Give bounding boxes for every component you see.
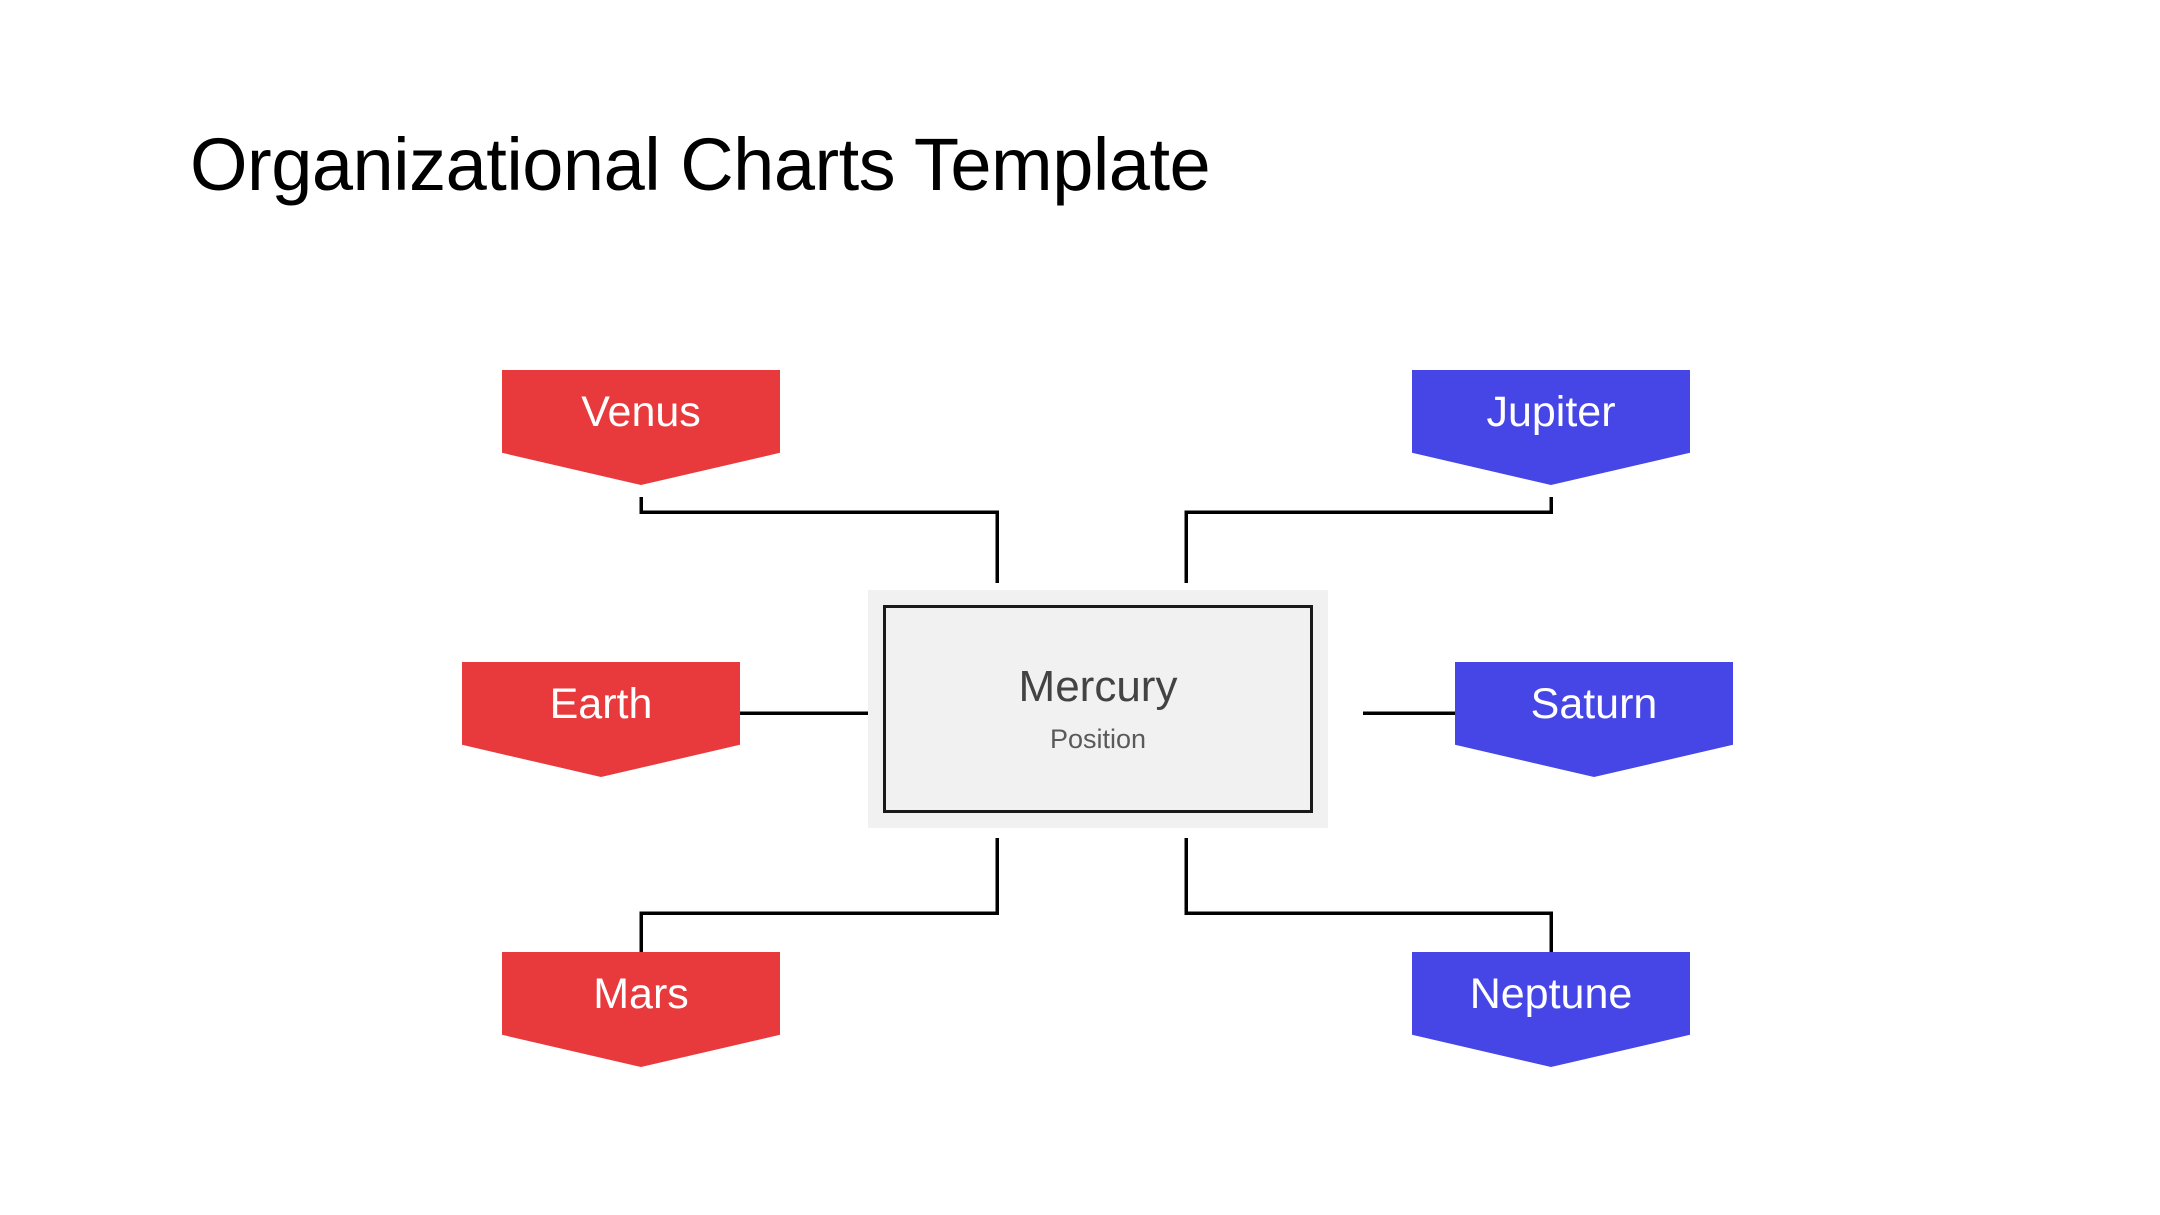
edge-mercury-mars (639, 838, 999, 962)
node-mars[interactable]: Mars (502, 952, 780, 1067)
node-venus[interactable]: Venus (502, 370, 780, 485)
page-title: Organizational Charts Template (190, 123, 1211, 206)
node-mars-shape (502, 952, 780, 1067)
node-mercury-root[interactable]: Mercury Position (868, 590, 1328, 828)
node-mercury-title: Mercury (1018, 661, 1178, 711)
node-earth-shape (462, 662, 740, 777)
node-neptune-shape (1412, 952, 1690, 1067)
edge-venus-mercury (639, 497, 999, 583)
node-mercury-inner: Mercury Position (883, 605, 1313, 813)
node-mercury-subtitle: Position (1049, 724, 1147, 755)
node-earth[interactable]: Earth (462, 662, 740, 777)
node-jupiter-shape (1412, 370, 1690, 485)
node-neptune[interactable]: Neptune (1412, 952, 1690, 1067)
node-jupiter[interactable]: Jupiter (1412, 370, 1690, 485)
edge-jupiter-mercury (1184, 497, 1553, 583)
node-venus-shape (502, 370, 780, 485)
node-saturn[interactable]: Saturn (1455, 662, 1733, 777)
node-saturn-shape (1455, 662, 1733, 777)
edge-mercury-neptune (1184, 838, 1553, 962)
